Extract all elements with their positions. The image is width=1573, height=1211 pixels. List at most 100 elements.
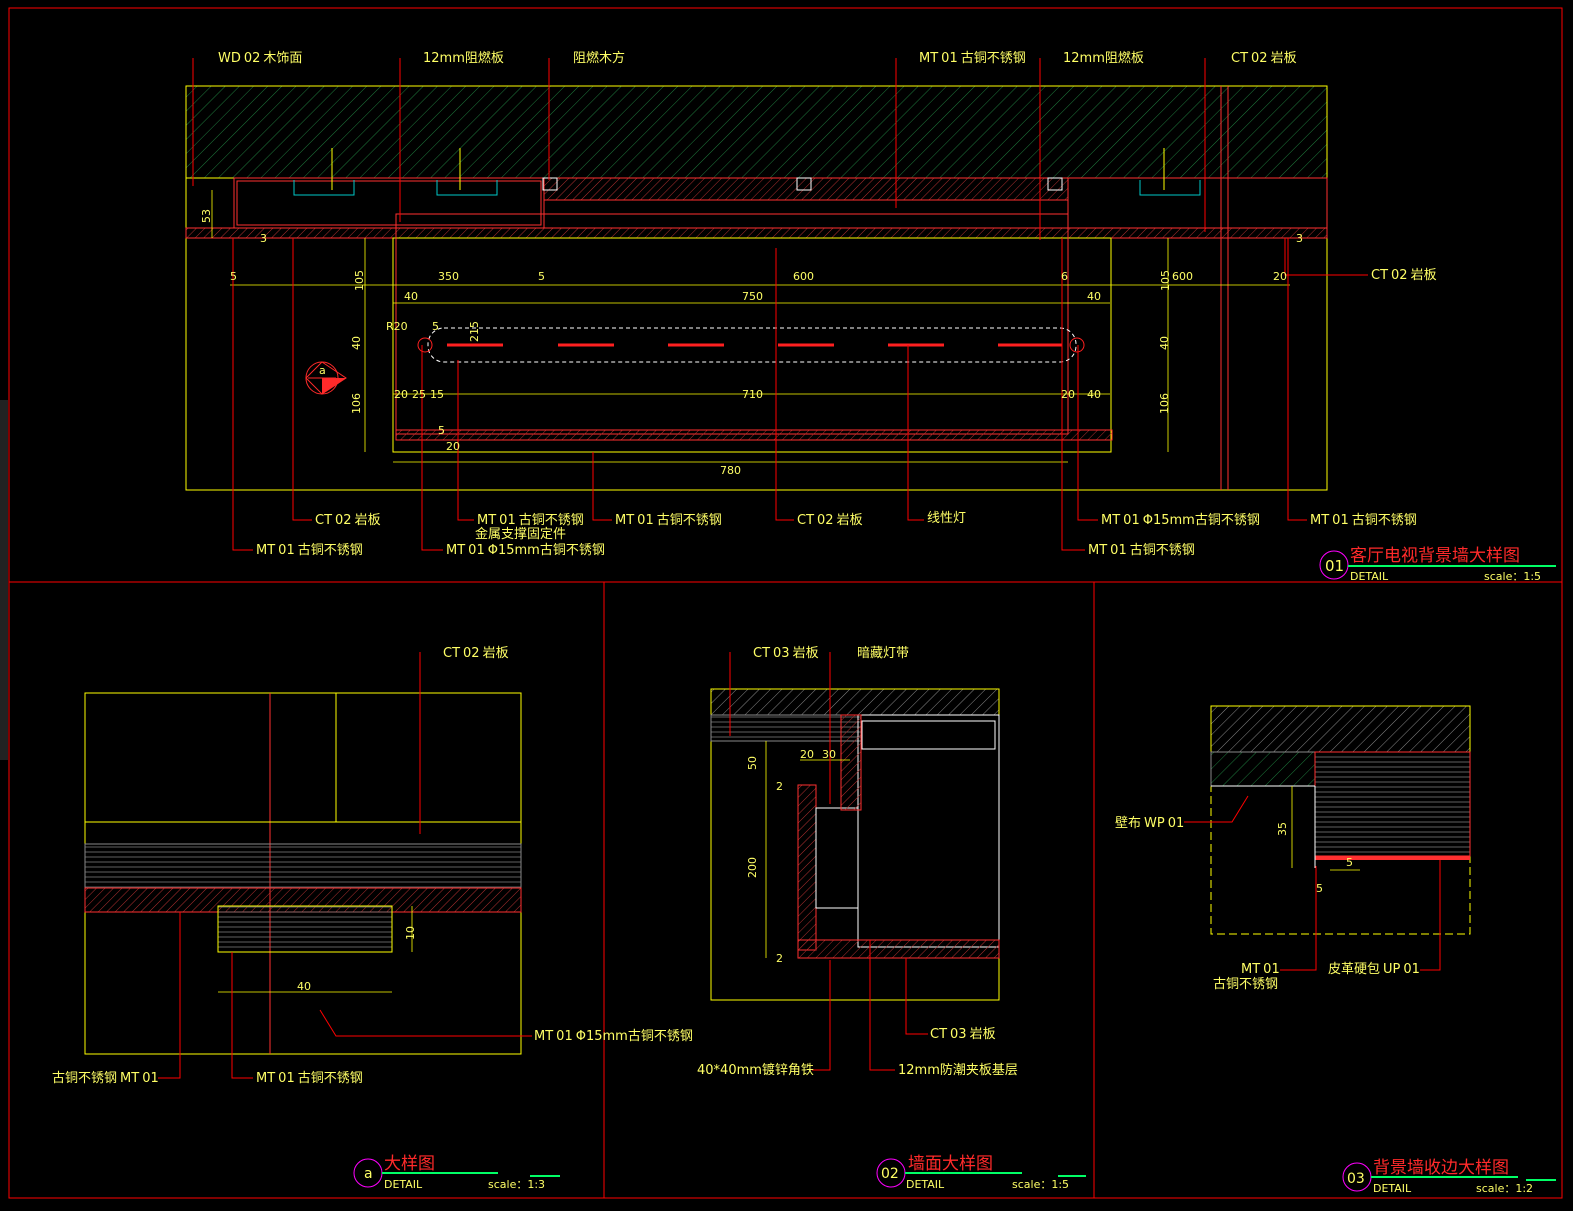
detail-03-number: 03 — [1347, 1171, 1365, 1187]
dim-106b: 106 — [1158, 393, 1171, 414]
dim-r20: R20 — [386, 320, 408, 333]
detail-a-scale: scale：1:3 — [488, 1178, 545, 1191]
dim-105b: 105 — [1159, 270, 1172, 291]
dim-5b: 5 — [538, 270, 545, 283]
dim-03-5a: 5 — [1346, 856, 1353, 869]
dim-02-20: 20 — [800, 748, 814, 761]
dim-105a: 105 — [353, 270, 366, 291]
dim-40b: 40 — [1087, 290, 1101, 303]
section-marker-label: a — [319, 364, 326, 377]
dim-20b: 20 — [394, 388, 408, 401]
dim-02-2b: 2 — [776, 952, 783, 965]
detail-a-title: 大样图 — [384, 1154, 435, 1174]
label-12mm-board-a: 12mm阻燃板 — [423, 50, 504, 66]
dim-15: 15 — [430, 388, 444, 401]
label-linear-light: 线性灯 — [927, 511, 966, 526]
detail-01-detail: DETAIL — [1350, 570, 1389, 583]
dim-710: 710 — [742, 388, 763, 401]
detail-01: a — [185, 58, 1368, 551]
dim-600a: 600 — [793, 270, 814, 283]
label-02-led-strip: 暗藏灯带 — [857, 646, 909, 661]
detail-01-title: 客厅电视背景墙大样图 — [1350, 546, 1520, 566]
detail-02-scale: scale：1:5 — [1012, 1178, 1069, 1191]
dim-6: 6 — [1061, 270, 1068, 283]
dim-5c: 5 — [432, 320, 439, 333]
detail-a-number: a — [364, 1166, 373, 1182]
label-03-mt01-text: 古铜不锈钢 — [1213, 977, 1278, 992]
detail-03-scale: scale：1:2 — [1476, 1182, 1533, 1195]
dim-5d: 5 — [438, 424, 445, 437]
dim-215: 215 — [468, 321, 481, 342]
detail-03-title: 背景墙收边大样图 — [1373, 1158, 1509, 1178]
dim-a-40: 40 — [297, 980, 311, 993]
dim-750: 750 — [742, 290, 763, 303]
label-02-plywood: 12mm防潮夹板基层 — [898, 1062, 1018, 1078]
dim-40d: 40 — [1158, 336, 1171, 350]
label-wood-batten: 阻燃木方 — [573, 50, 625, 66]
dim-20d: 20 — [446, 440, 460, 453]
dim-5a: 5 — [230, 270, 237, 283]
dim-20c: 20 — [1061, 388, 1075, 401]
dim-02-2a: 2 — [776, 780, 783, 793]
dim-03-5b: 5 — [1316, 882, 1323, 895]
dim-02-50: 50 — [746, 756, 759, 770]
dim-a-10: 10 — [404, 926, 417, 940]
dim-3a: 3 — [260, 232, 267, 245]
concrete-wall-hatch — [185, 85, 1328, 179]
detail-02-detail: DETAIL — [906, 1178, 945, 1191]
dim-20a: 20 — [1273, 270, 1287, 283]
detail-02-number: 02 — [881, 1166, 899, 1182]
dim-106a: 106 — [350, 393, 363, 414]
title-blocks — [353, 550, 1556, 1192]
detail-a-detail: DETAIL — [384, 1178, 423, 1191]
detail-03-detail: DETAIL — [1373, 1182, 1412, 1195]
dim-03-35: 35 — [1276, 822, 1289, 836]
dim-3b: 3 — [1296, 232, 1303, 245]
dim-40a: 40 — [404, 290, 418, 303]
detail-01-scale: scale：1:5 — [1484, 570, 1541, 583]
dim-600b: 600 — [1172, 270, 1193, 283]
dim-40e: 40 — [1087, 388, 1101, 401]
label-metal-support: 金属支撑固定件 — [475, 526, 566, 542]
dim-25: 25 — [412, 388, 426, 401]
dim-350: 350 — [438, 270, 459, 283]
detail-02-title: 墙面大样图 — [908, 1154, 993, 1174]
section-marker-a: a — [305, 361, 347, 395]
dim-02-30: 30 — [822, 748, 836, 761]
detail-03 — [1184, 705, 1471, 971]
dim-780: 780 — [720, 464, 741, 477]
detail-a — [84, 652, 532, 1079]
label-02-angle-iron: 40*40mm镀锌角铁 — [697, 1062, 814, 1078]
detail-01-number: 01 — [1325, 557, 1344, 575]
label-12mm-board-b: 12mm阻燃板 — [1063, 50, 1144, 66]
sheet-frame — [0, 7, 1563, 1199]
detail-02 — [710, 652, 1000, 1071]
dim-53: 53 — [200, 209, 213, 223]
dims-01: 53 3 5 350 5 600 6 600 20 3 105 105 40 7… — [200, 209, 1303, 477]
dim-02-200: 200 — [746, 857, 759, 878]
